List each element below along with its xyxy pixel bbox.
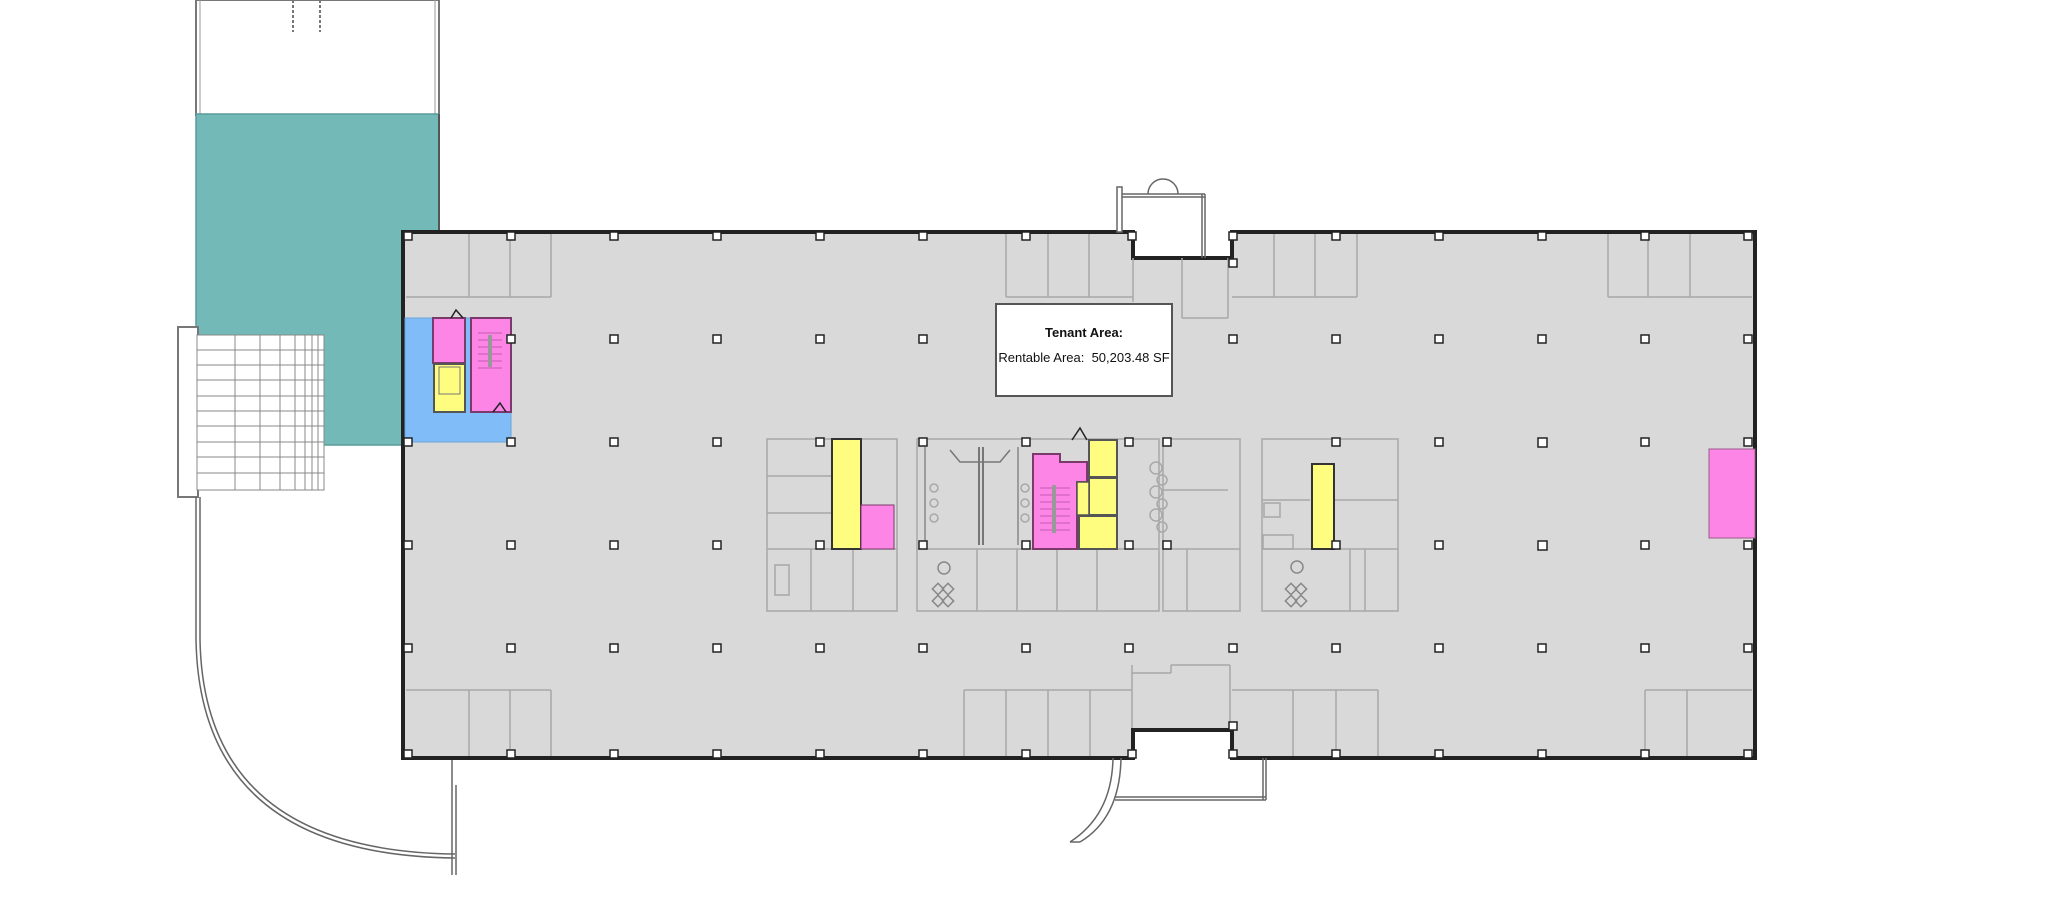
- yellow-area-shaft-small: [1076, 481, 1090, 516]
- pink-area-core-left: [860, 504, 895, 550]
- top-entrance: [1116, 178, 1206, 258]
- yellow-area-core-right: [1311, 463, 1335, 550]
- pink-area-left-shaft: [432, 317, 466, 364]
- yellow-area-elevator-3: [1078, 515, 1118, 550]
- partitions: [406, 234, 1752, 756]
- upper-left-structure: [195, 0, 440, 116]
- yellow-area-elevator-1: [1088, 439, 1118, 478]
- yellow-area-elevator-2: [1088, 477, 1118, 516]
- rentable-area-value: Rentable Area: 50,203.48 SF: [998, 350, 1170, 365]
- exterior-stair: [177, 326, 325, 498]
- rentable-area-label: Tenant Area: Rentable Area: 50,203.48 SF: [995, 303, 1173, 397]
- tenant-area-title: Tenant Area:: [1044, 325, 1123, 340]
- structural-columns: [403, 231, 1753, 759]
- left-core: [432, 308, 512, 413]
- pink-area-right-wall: [1708, 448, 1756, 539]
- curved-walkway: [195, 497, 457, 875]
- yellow-area-core-left: [831, 438, 862, 550]
- bottom-entrance: [1069, 757, 1267, 843]
- center-stair-core: [1032, 426, 1118, 550]
